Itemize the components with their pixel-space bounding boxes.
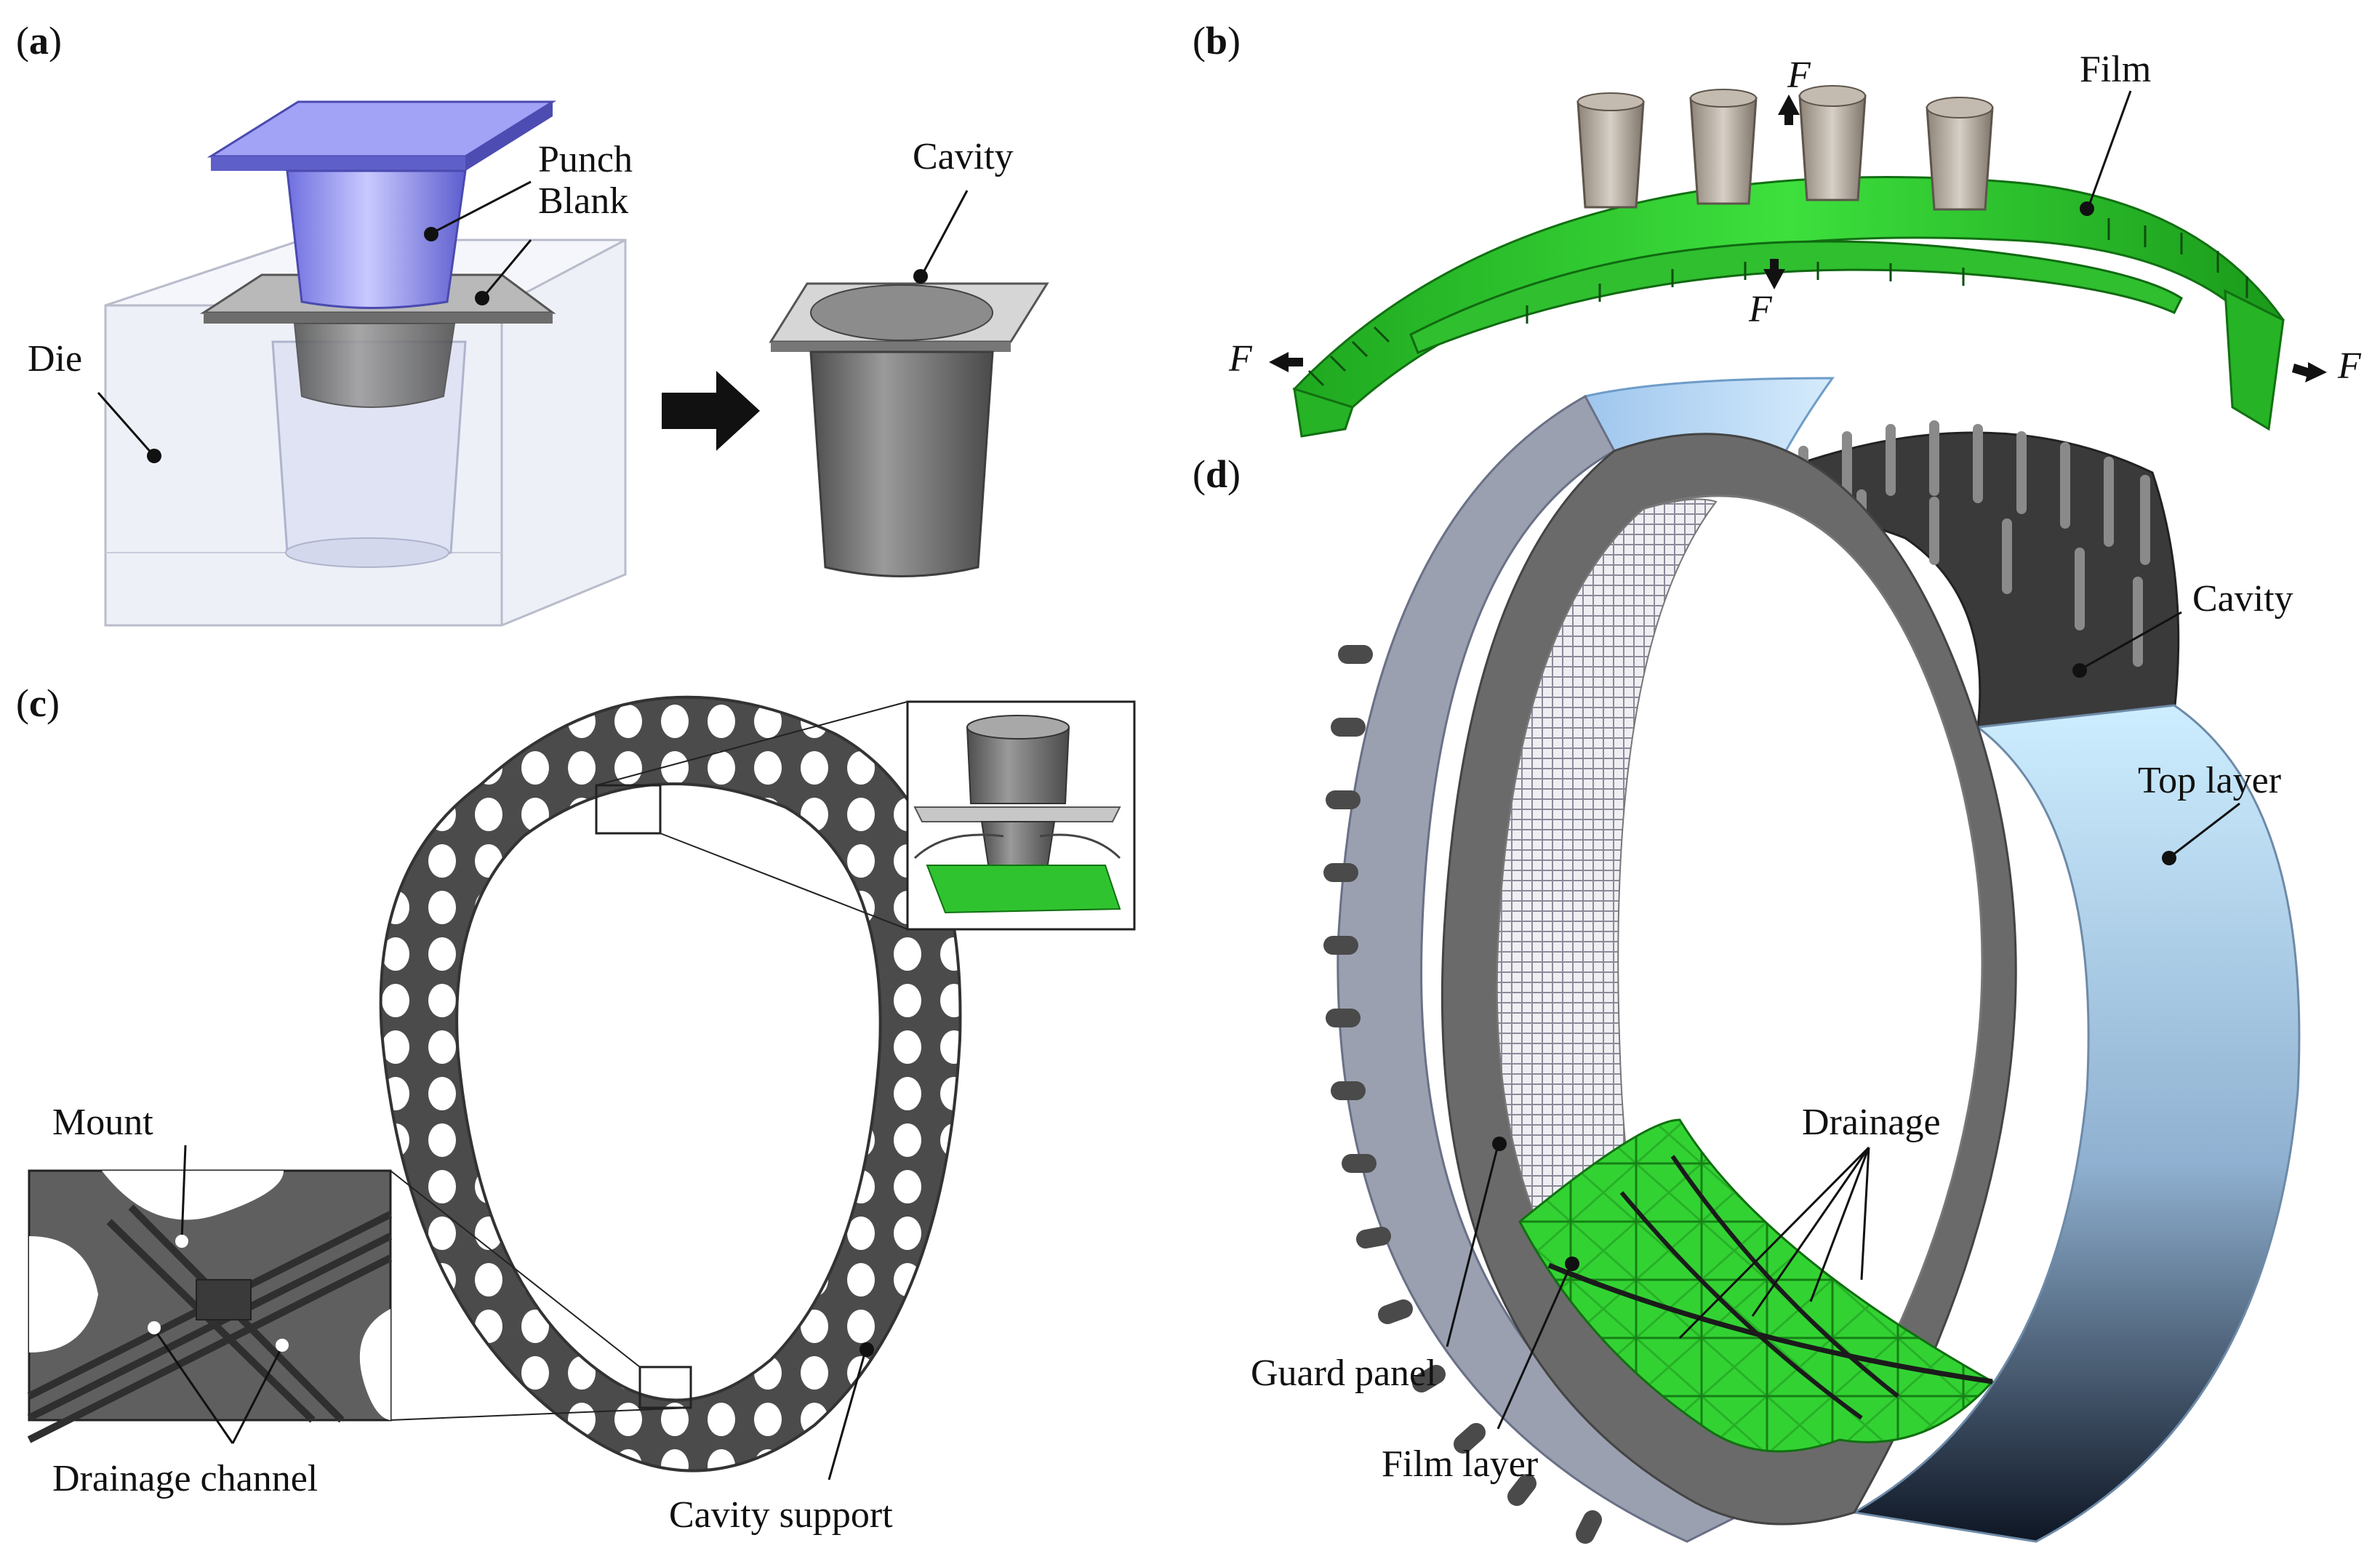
panel-b-tag: (b) <box>1193 19 1241 63</box>
die <box>104 239 627 627</box>
formed-cavity <box>769 282 1049 577</box>
cavity-support-label: Cavity support <box>669 1494 893 1536</box>
panel-b: (b) F F F F <box>1193 19 2362 438</box>
panel-d: (d) <box>1193 377 2301 1544</box>
cavity-label-a: Cavity <box>913 136 1014 177</box>
drainage-label: Drainage <box>1802 1102 1941 1143</box>
force-label-left: F <box>1228 338 1253 380</box>
punch <box>207 100 557 309</box>
force-label-right: F <box>2337 345 2362 387</box>
panel-c: (c) <box>16 681 1136 1536</box>
drainage-channel-label: Drainage channel <box>52 1458 318 1499</box>
mount-label: Mount <box>52 1102 153 1143</box>
cavity-label-d: Cavity <box>2192 578 2293 620</box>
panel-a-tag: (a) <box>16 19 62 63</box>
cavity-support-ring <box>379 695 962 1472</box>
film-label: Film <box>2080 49 2151 90</box>
blank-label: Blank <box>538 180 628 222</box>
film-layer-label: Film layer <box>1382 1443 1538 1485</box>
panel-d-tag: (d) <box>1193 452 1241 496</box>
inset-drainage-detail <box>27 1169 393 1443</box>
force-label-bottom: F <box>1748 289 1773 330</box>
guard-panel-label: Guard panel <box>1251 1352 1437 1394</box>
top-layer-label: Top layer <box>2138 760 2281 801</box>
panel-a: (a) Pu <box>16 19 1049 627</box>
panel-c-tag: (c) <box>16 681 60 725</box>
die-label: Die <box>28 338 82 380</box>
force-arrows-icon <box>1269 95 2327 382</box>
process-arrow-icon <box>662 371 760 451</box>
force-label-top: F <box>1787 55 1811 96</box>
film-band <box>1292 176 2285 438</box>
drum-body <box>1323 377 2301 1544</box>
punch-label: Punch <box>538 139 633 180</box>
film-posts <box>1576 85 1994 211</box>
inset-mount-detail <box>906 700 1136 931</box>
